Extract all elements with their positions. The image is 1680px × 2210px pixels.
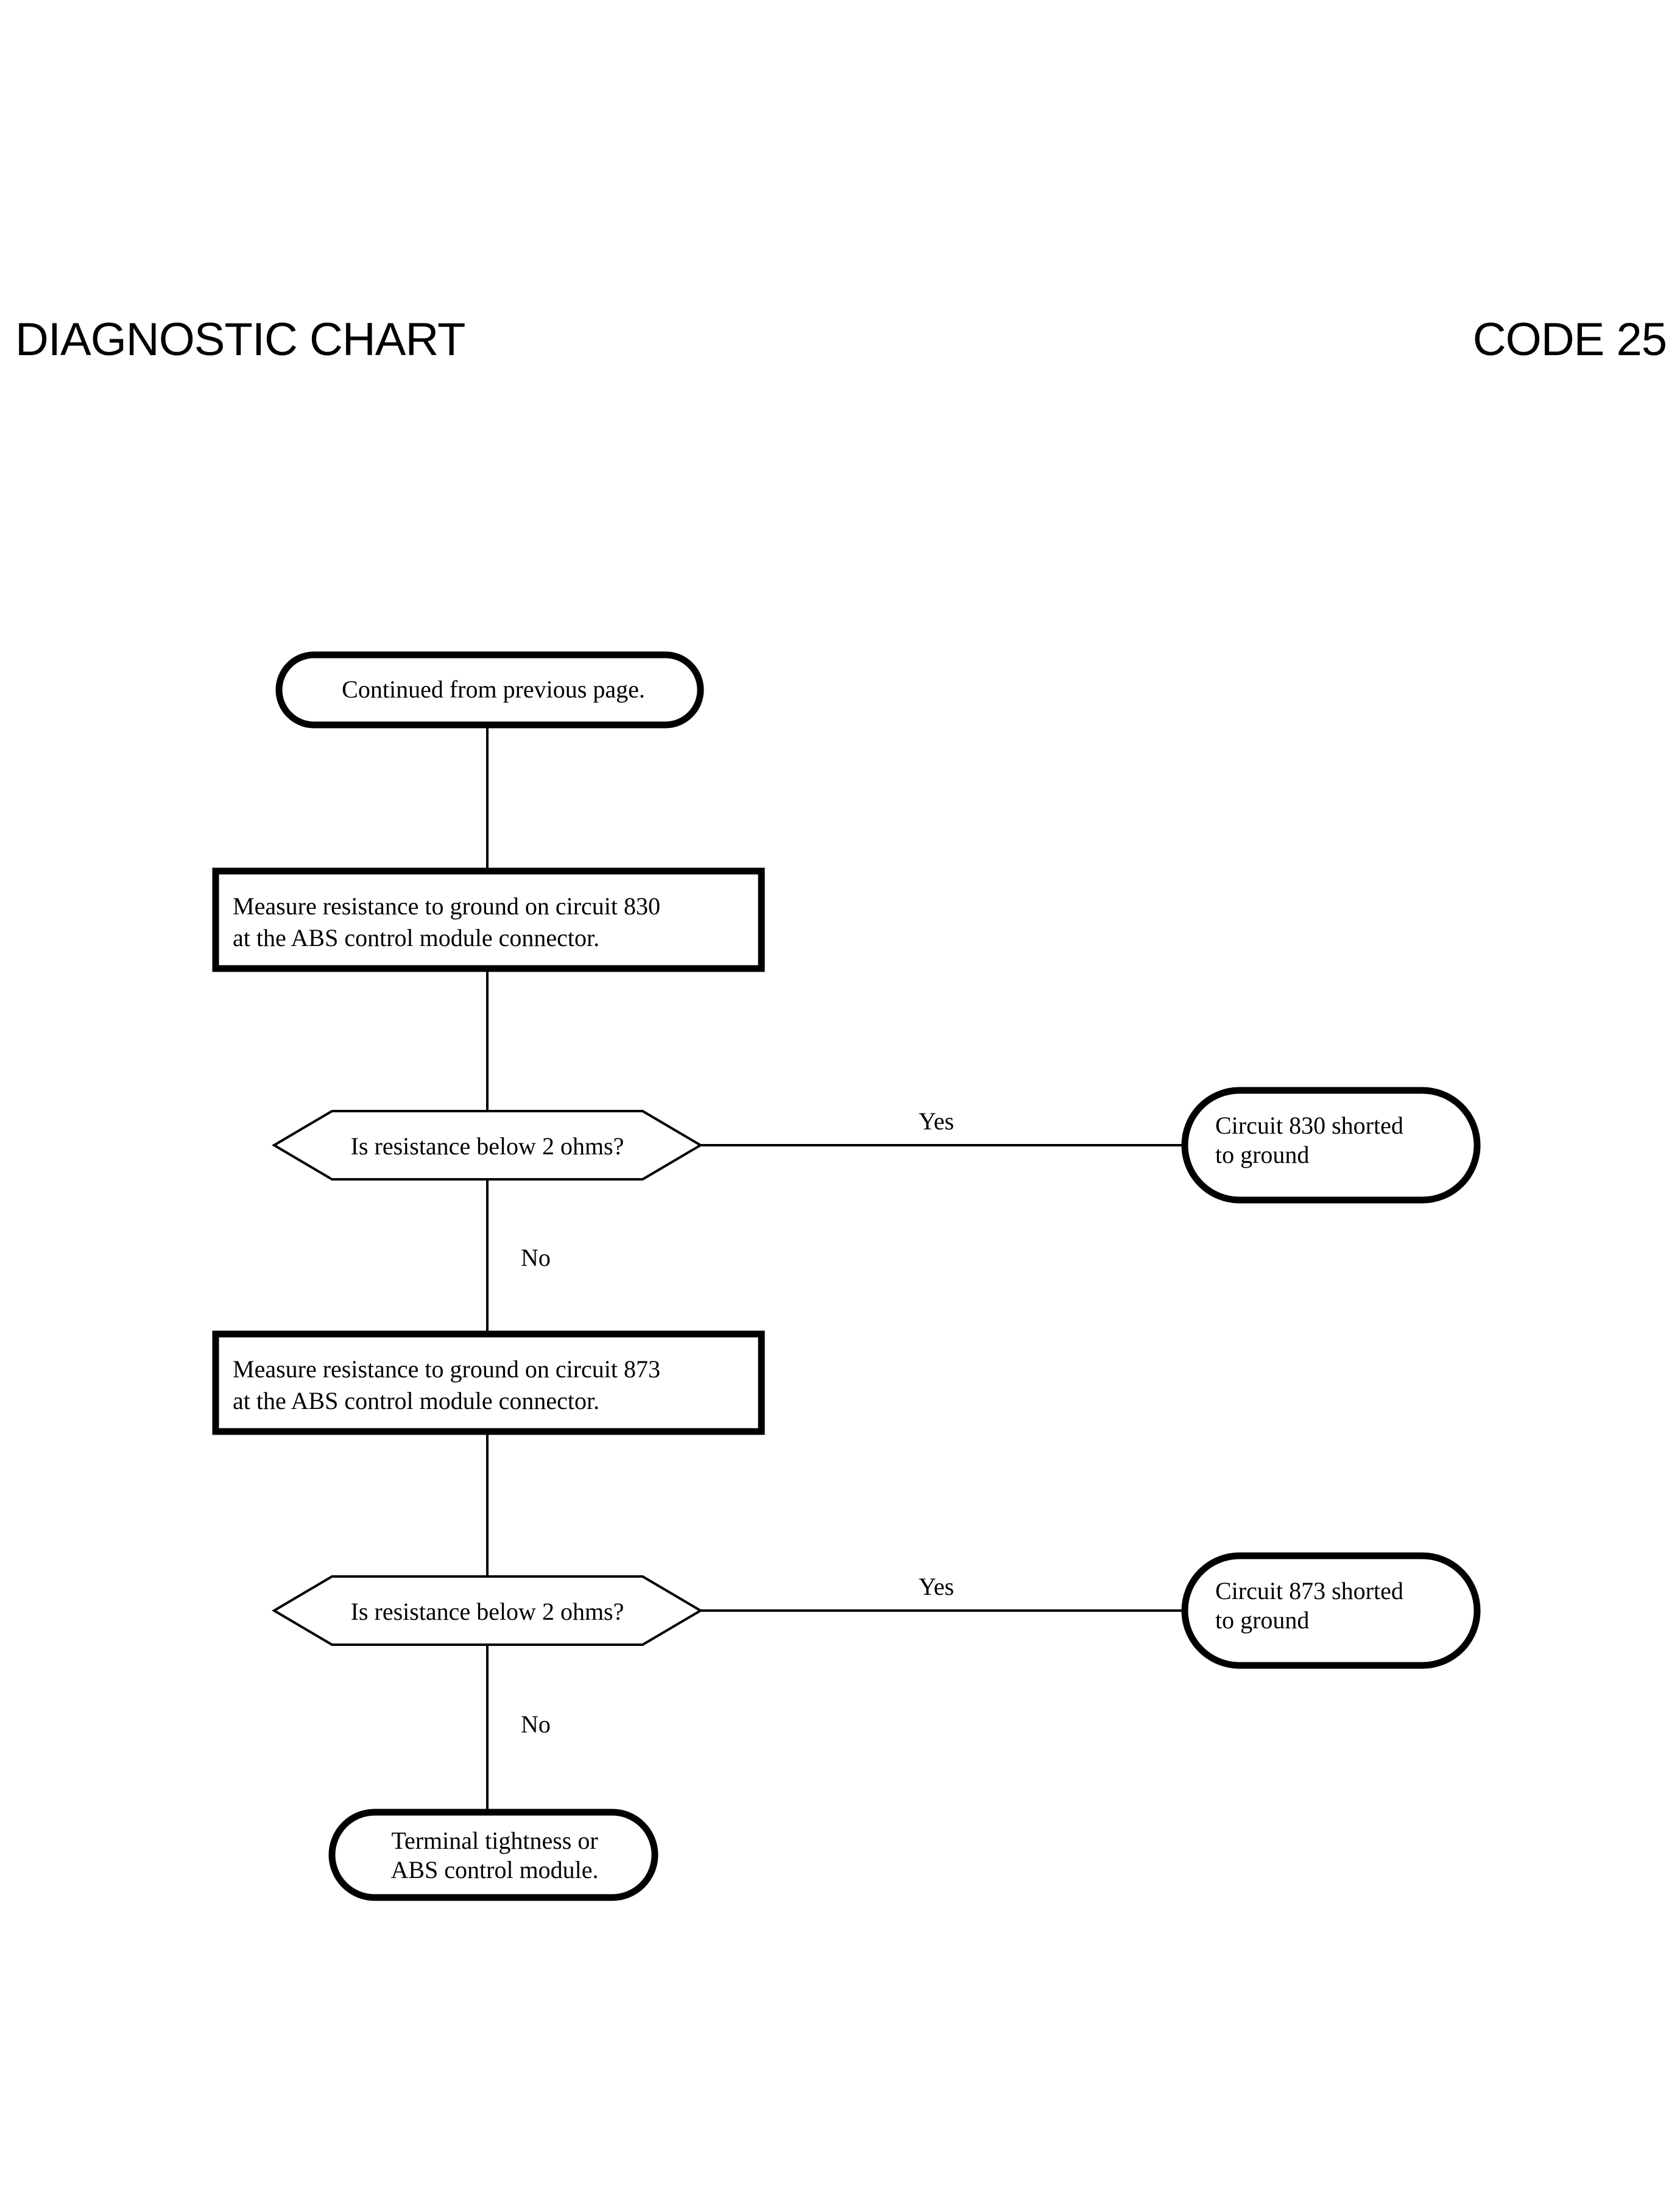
page-title: DIAGNOSTIC CHART xyxy=(15,314,465,365)
node-short830-label: Circuit 830 shorted to ground xyxy=(1215,1112,1403,1168)
node-start-label: Continued from previous page. xyxy=(342,676,645,703)
connector-lines xyxy=(486,725,1185,1812)
node-start-shape xyxy=(275,651,704,729)
node-short873-label: Circuit 873 shorted to ground xyxy=(1215,1577,1403,1634)
node-short830-shape xyxy=(1181,1087,1481,1204)
edge-label-no-873: No xyxy=(521,1710,551,1738)
node-proc873-shape xyxy=(212,1330,765,1435)
node-proc873-label: Measure resistance to ground on circuit … xyxy=(233,1355,661,1414)
node-end-shape xyxy=(328,1809,658,1901)
edge-label-yes-830: Yes xyxy=(919,1107,955,1135)
edge-label-no-830: No xyxy=(521,1244,551,1271)
node-proc830-label: Measure resistance to ground on circuit … xyxy=(233,892,661,951)
node-proc830-shape xyxy=(212,867,765,972)
node-short873-shape xyxy=(1181,1552,1481,1669)
node-dec830-label: Is resistance below 2 ohms? xyxy=(350,1132,624,1160)
node-dec873-label: Is resistance below 2 ohms? xyxy=(350,1598,624,1625)
node-end-label: Terminal tightness or ABS control module… xyxy=(390,1827,599,1883)
node-dec830-shape xyxy=(272,1110,703,1181)
page-header: DIAGNOSTIC CHART CODE 25 xyxy=(0,311,1680,384)
node-dec873-shape xyxy=(272,1575,703,1646)
diagnostic-code-label: CODE 25 xyxy=(1472,314,1667,365)
edge-label-yes-873: Yes xyxy=(919,1573,955,1600)
